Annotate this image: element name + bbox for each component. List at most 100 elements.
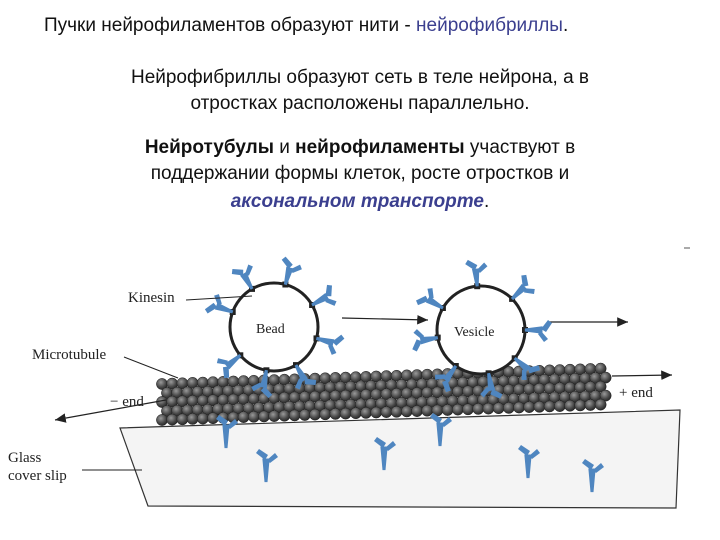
kinesin-motor bbox=[524, 320, 552, 342]
text-line-6: аксональном транспорте. bbox=[0, 190, 720, 214]
tubulin-subunit bbox=[599, 371, 612, 384]
microtubule bbox=[156, 362, 612, 426]
minus-end-arrow bbox=[54, 399, 167, 423]
kinesin-motor bbox=[374, 437, 396, 471]
kinesin-motor bbox=[518, 445, 540, 479]
tubulin-subunit bbox=[309, 408, 321, 421]
kinesin-motor bbox=[412, 329, 439, 352]
tubulin-subunit bbox=[237, 411, 250, 423]
line1-period: . bbox=[562, 15, 569, 36]
bead-label: Bead bbox=[256, 322, 285, 337]
text-line-3: отростках расположены параллельно. bbox=[190, 93, 530, 114]
vesicle-label: Vesicle bbox=[454, 325, 494, 340]
text-line-4: Нейротубулы и нейрофиламенты участвуют в bbox=[0, 136, 720, 160]
kinesin-motor bbox=[513, 357, 540, 380]
line1-text: Пучки нейрофиламентов образуют нити - bbox=[44, 15, 417, 36]
tubulin-subunit bbox=[329, 408, 342, 420]
kinesin-motor bbox=[465, 259, 488, 287]
kinesin-motor bbox=[204, 294, 234, 314]
microtubule-label: Microtubule bbox=[32, 347, 106, 363]
kinesin-motor bbox=[435, 365, 458, 393]
tubulin-subunit bbox=[451, 403, 464, 416]
tubulin-subunit bbox=[186, 413, 199, 425]
tubulin-subunit bbox=[247, 410, 260, 423]
tubulin-subunit bbox=[349, 407, 362, 420]
tubulin-subunit bbox=[502, 402, 515, 414]
minus-end-label: − end bbox=[110, 394, 144, 410]
tubulin-subunit bbox=[339, 407, 352, 420]
term-neurofilaments: нейрофиламенты bbox=[295, 137, 465, 158]
tubulin-subunit bbox=[298, 409, 311, 421]
tubulin-subunit bbox=[564, 399, 576, 412]
tubulin-subunit bbox=[400, 405, 413, 418]
tubulin-subunit bbox=[380, 406, 393, 418]
tubulin-subunit bbox=[411, 405, 423, 417]
text-line-1: Пучки нейрофиламентов образуют нити - не… bbox=[44, 14, 568, 38]
kinesin-label: Kinesin bbox=[128, 290, 175, 306]
kinesin-motor bbox=[315, 334, 345, 355]
tubulin-subunit bbox=[319, 408, 332, 421]
tubulin-subunit bbox=[599, 389, 612, 402]
kinesin-motor bbox=[430, 413, 452, 447]
tubulin-subunit bbox=[574, 399, 587, 412]
tubulin-subunit bbox=[482, 402, 495, 415]
microtubule-pointer bbox=[123, 356, 179, 379]
term-axonal-transport: аксональном транспорте bbox=[230, 191, 485, 212]
tubulin-subunit bbox=[360, 407, 372, 419]
tubulin-subunit bbox=[196, 412, 209, 425]
tubulin-subunit bbox=[258, 410, 270, 423]
term-neurotubules: Нейротубулы bbox=[144, 137, 274, 158]
kinesin-motor bbox=[216, 415, 238, 449]
kinesin-motor bbox=[256, 449, 278, 483]
cover-slip-kinesins bbox=[216, 413, 604, 493]
cover-slip-label: cover slip bbox=[8, 468, 67, 484]
tubulin-subunit bbox=[492, 402, 505, 415]
tubulin-subunit bbox=[553, 400, 566, 412]
tubulin-subunit bbox=[472, 403, 485, 415]
line4-and: и bbox=[273, 137, 296, 158]
kinesin-motor bbox=[294, 364, 317, 390]
tubulin-subunit bbox=[278, 409, 291, 422]
glass-cover-slip bbox=[119, 409, 681, 509]
glass-label: Glass bbox=[8, 450, 41, 466]
bead-kinesins bbox=[204, 256, 345, 399]
tubulin-subunit bbox=[166, 413, 179, 426]
kinesin-motor bbox=[216, 354, 242, 379]
tubulin-subunit bbox=[594, 398, 607, 411]
tubulin-subunit bbox=[462, 403, 474, 416]
tubulin-subunit bbox=[441, 404, 454, 416]
kinesin-motor bbox=[582, 459, 604, 493]
tubulin-subunit bbox=[421, 404, 434, 417]
tubulin-subunit bbox=[594, 362, 607, 375]
kinesin-motor bbox=[416, 288, 444, 310]
tubulin-subunit bbox=[268, 410, 281, 422]
kinesin-motor bbox=[251, 369, 273, 399]
tubulin-subunit bbox=[370, 406, 383, 419]
tubulin-subunit bbox=[156, 414, 168, 426]
kinesin-motor bbox=[281, 256, 302, 286]
bead-motion-arrow bbox=[341, 314, 429, 325]
line1-term-neurofibrils: нейрофибриллы bbox=[416, 15, 563, 36]
tubulin-subunit bbox=[584, 399, 597, 411]
tubulin-subunit bbox=[513, 401, 525, 414]
tubulin-subunit bbox=[288, 409, 301, 422]
kinesin-pointer bbox=[185, 295, 253, 301]
bead bbox=[228, 281, 320, 373]
kinesin-motor bbox=[231, 264, 254, 290]
tubulin-subunit bbox=[390, 405, 403, 418]
tubulin-subunit bbox=[594, 380, 607, 393]
text-line-5: поддержании формы клеток, росте отростко… bbox=[150, 163, 570, 184]
text-line-2: Нейрофибриллы образуют сеть в теле нейро… bbox=[130, 67, 590, 88]
kinesin-motor bbox=[311, 284, 337, 307]
kinesin-motor bbox=[480, 372, 503, 399]
line4-tail: участвуют в bbox=[464, 137, 576, 158]
tubulin-subunit bbox=[523, 401, 536, 413]
tubulin-subunit bbox=[176, 413, 189, 426]
vesicle-kinesins bbox=[412, 259, 552, 399]
kinesin-motor bbox=[510, 274, 535, 301]
plus-end-label: + end bbox=[619, 385, 653, 401]
tubulin-subunit bbox=[543, 400, 556, 413]
plus-end-arrow bbox=[611, 370, 673, 380]
line6-period: . bbox=[484, 191, 490, 212]
